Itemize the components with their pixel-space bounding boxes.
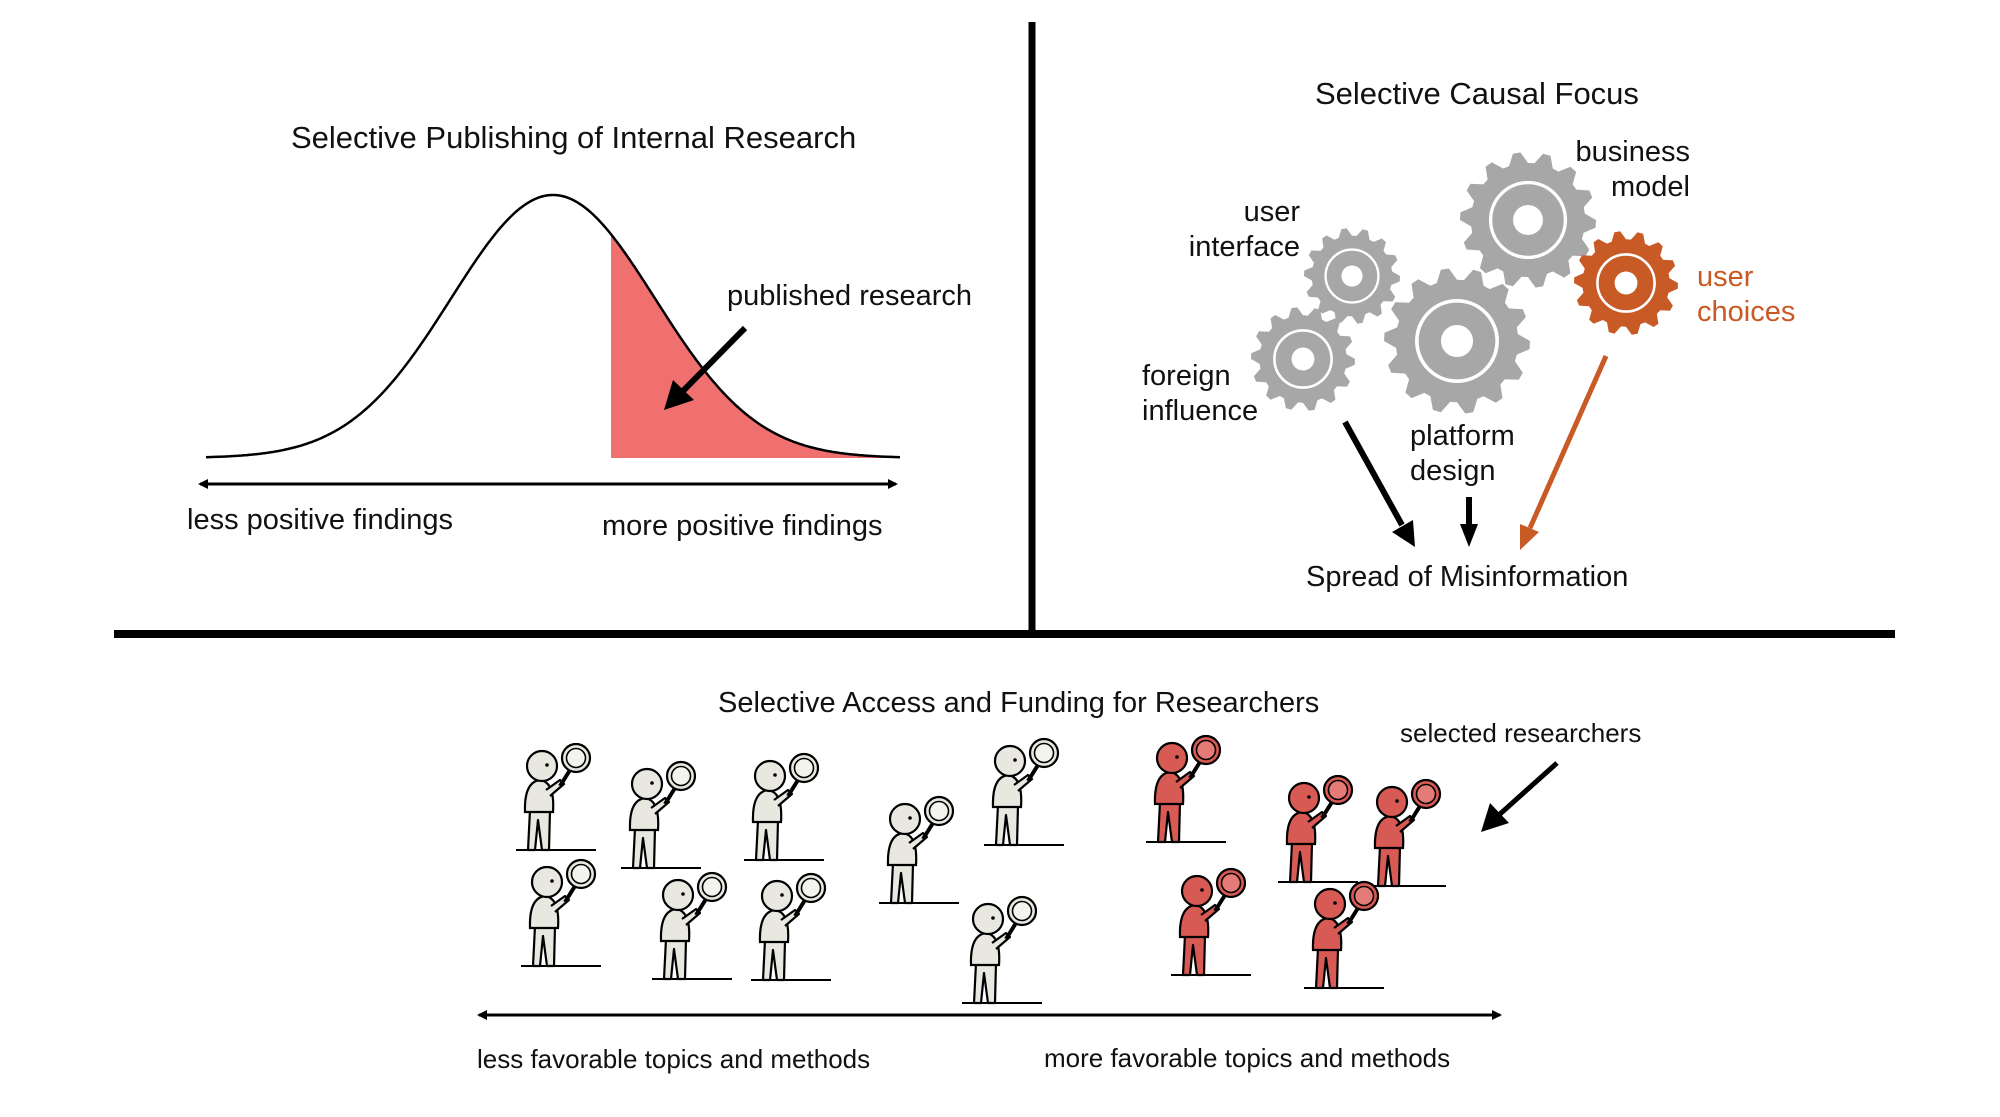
causal-title: Selective Causal Focus <box>1315 76 1639 111</box>
gear-label-foreign-influence: foreign influence <box>1142 360 1259 427</box>
gear-label-business-model: business model <box>1575 136 1690 203</box>
arrow-user-choices <box>1527 354 1609 530</box>
researcher-icon <box>744 752 824 862</box>
selected-researcher-icon <box>1304 880 1384 990</box>
gear-label-user-interface: user interface <box>1188 196 1300 263</box>
published-research-area <box>611 234 900 458</box>
axis-right-label: more positive findings <box>602 510 883 542</box>
gear-user-choices-icon <box>1574 231 1678 335</box>
gear-user-interface-icon <box>1304 228 1400 324</box>
axis-left-label: less positive findings <box>187 504 453 536</box>
researcher-icon <box>962 895 1042 1005</box>
causal-gears <box>1251 152 1678 414</box>
published-research-label: published research <box>727 280 973 312</box>
publishing-chart <box>198 193 901 489</box>
access-title: Selective Access and Funding for Researc… <box>718 687 1320 719</box>
arrow-foreign-influence <box>1342 420 1405 527</box>
researchers <box>516 734 1446 1005</box>
topics-axis-left-label: less favorable topics and methods <box>477 1044 871 1074</box>
gear-business-model-icon <box>1460 152 1596 288</box>
researcher-icon <box>984 737 1064 847</box>
selected-researchers-label: selected researchers <box>1400 718 1642 748</box>
selected-researcher-icon <box>1278 774 1358 884</box>
researcher-icon <box>879 795 959 905</box>
gear-label-platform-design: platform design <box>1410 420 1515 487</box>
gear-platform-design-icon <box>1384 268 1530 414</box>
researcher-icon <box>621 760 701 870</box>
selected-researchers-arrow <box>1481 761 1559 832</box>
selected-researcher-icon <box>1366 778 1446 888</box>
publishing-title: Selective Publishing of Internal Researc… <box>291 120 857 155</box>
selected-researcher-icon <box>1171 867 1251 977</box>
researcher-icon <box>751 872 831 982</box>
researcher-icon <box>521 858 601 968</box>
researcher-icon <box>652 871 732 981</box>
outcome-label: Spread of Misinformation <box>1306 561 1629 593</box>
selected-researcher-icon <box>1146 734 1226 844</box>
gear-label-user-choices: user choices <box>1697 261 1796 328</box>
gear-foreign-influence-icon <box>1251 307 1355 411</box>
findings-distribution-curve <box>205 193 901 459</box>
researcher-icon <box>516 742 596 852</box>
causal-arrows <box>1342 354 1609 550</box>
topics-axis-right-label: more favorable topics and methods <box>1044 1043 1451 1073</box>
published-research-arrow <box>664 325 748 410</box>
